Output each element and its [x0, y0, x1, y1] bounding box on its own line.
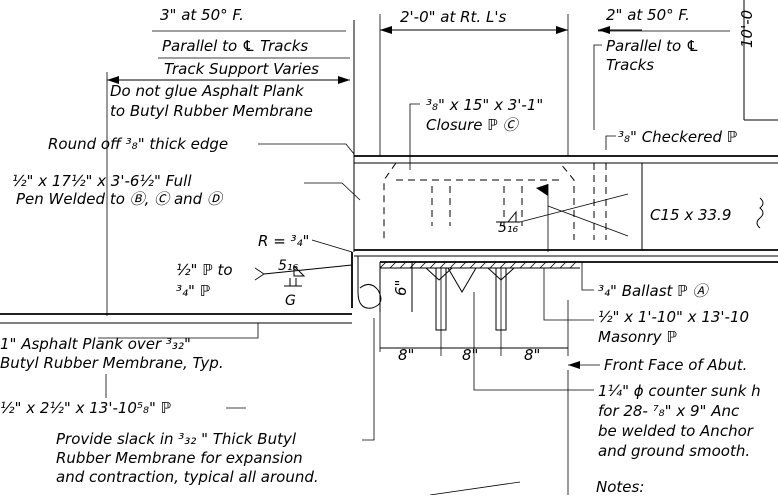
- dim-8in-b: 8": [462, 346, 478, 364]
- weld-arrow-line: [519, 193, 629, 223]
- fillet-weld-symbol: [293, 264, 306, 277]
- leader-parallel-tracks: [593, 44, 602, 130]
- arrowhead-right: [338, 76, 350, 84]
- note-3in-at-50f: 3" at 50° F.: [160, 6, 244, 24]
- note-rubber-membrane: Rubber Membrane for expansion: [56, 449, 303, 467]
- note-closure-plate: Closure ℙ Ⓒ: [426, 116, 520, 134]
- arrowhead-2ft-left: [380, 26, 392, 34]
- label-channel-c15: C15 x 33.9: [650, 206, 731, 224]
- leader-checkered-plate: [605, 135, 616, 150]
- note-half-pl-to: ½" ℙ to: [176, 261, 233, 279]
- note-radius: R = ³₄": [258, 232, 309, 250]
- note-masonry-plate-size: ½" x 1'-10" x 13'-10: [598, 308, 749, 326]
- dim-2ft-rt-ls: 2'-0" at Rt. L's: [400, 8, 506, 26]
- weld-reference-line: [263, 264, 353, 275]
- note-do-not-glue-1: Do not glue Asphalt Plank: [110, 82, 305, 100]
- note-parallel-to-cl-tracks: Parallel to ℄ Tracks: [162, 37, 308, 55]
- rubber-membrane-loop: [357, 284, 382, 309]
- note-welded-to-anchor: be welded to Anchor: [598, 422, 754, 440]
- note-parallel-to-cl: Parallel to ℄: [606, 37, 699, 55]
- countersink-2: [424, 267, 454, 281]
- note-provide-slack: Provide slack in ³₃₂ " Thick Butyl: [56, 430, 297, 448]
- leader-asphalt-plank: [98, 323, 259, 339]
- leader-counter-sunk: [473, 292, 594, 391]
- note-three-quarter-pl: ³₄" ℙ: [176, 282, 210, 300]
- countersink-3: [486, 267, 516, 281]
- arrowhead-2in: [598, 26, 610, 34]
- arrowhead-2ft-right: [556, 26, 568, 34]
- leader-closure-plate: [409, 103, 420, 170]
- note-ground-smooth: and ground smooth.: [598, 442, 750, 460]
- note-track-support-varies: Track Support Varies: [164, 60, 319, 78]
- weld-flag: [536, 184, 548, 196]
- leader-radius: [311, 239, 353, 253]
- closure-plate-hidden: [383, 162, 575, 240]
- dim-8in-c: 8": [524, 346, 540, 364]
- break-line: [756, 197, 764, 229]
- weld-size-label: 5₁₆: [278, 258, 299, 274]
- weld-finish-g: G: [285, 293, 296, 309]
- leader-masonry-plate: [543, 268, 594, 321]
- dim-10ft: 10'-0: [738, 10, 756, 48]
- note-counter-sunk: 1¼" ϕ counter sunk h: [598, 382, 761, 400]
- note-asphalt-plank: 1" Asphalt Plank over ³₃₂": [0, 335, 191, 353]
- weld-tail: [254, 267, 265, 281]
- note-anchor-bolts: for 28- ⁷₈" x 9" Anc: [598, 402, 740, 420]
- arrowhead-left: [107, 76, 119, 84]
- note-round-off-edge: Round off ³₈" thick edge: [48, 135, 228, 153]
- note-masonry-plate: Masonry ℙ: [598, 328, 677, 346]
- arrow-to-channel: [547, 205, 629, 237]
- note-plate-full: ½" x 17½" x 3'-6½" Full: [12, 172, 192, 190]
- dim-8in-a: 8": [398, 346, 414, 364]
- countersink-1: [447, 267, 477, 293]
- note-checkered-plate: ³₈" Checkered ℙ: [618, 128, 737, 146]
- note-tracks: Tracks: [606, 56, 654, 74]
- note-ballast-plate: ³₄" Ballast ℙ Ⓐ: [598, 282, 709, 300]
- note-pen-welded: Pen Welded to Ⓑ, Ⓒ and Ⓓ: [16, 190, 224, 208]
- leader-bottom: [429, 481, 521, 496]
- leader-ballast-plate: [581, 262, 594, 291]
- leader-full-pen: [304, 182, 361, 201]
- note-2in-at-50f: 2" at 50° F.: [606, 6, 690, 24]
- masonry-plate-hatch: [379, 261, 577, 269]
- note-expansion-contraction: and contraction, typical all around.: [56, 468, 319, 486]
- note-butyl-membrane: Butyl Rubber Membrane, Typ.: [0, 354, 224, 372]
- leader-round-off: [258, 143, 355, 155]
- note-do-not-glue-2: to Butyl Rubber Membrane: [110, 102, 313, 120]
- note-closure-plate-size: ³₈" x 15" x 3'-1": [426, 96, 543, 114]
- notes-heading: Notes:: [596, 478, 644, 495]
- weld-label-5-16: 5₁₆: [498, 220, 519, 236]
- note-plate-13-10: ½" x 2½" x 13'-10⁵₈" ℙ: [0, 399, 171, 417]
- dim-6in: 6": [392, 280, 410, 296]
- leader-provide-slack: [362, 318, 375, 441]
- note-front-face-abut: Front Face of Abut.: [604, 356, 747, 374]
- arrowhead-front-face: [568, 361, 580, 369]
- weld-symbol-2: [506, 210, 517, 223]
